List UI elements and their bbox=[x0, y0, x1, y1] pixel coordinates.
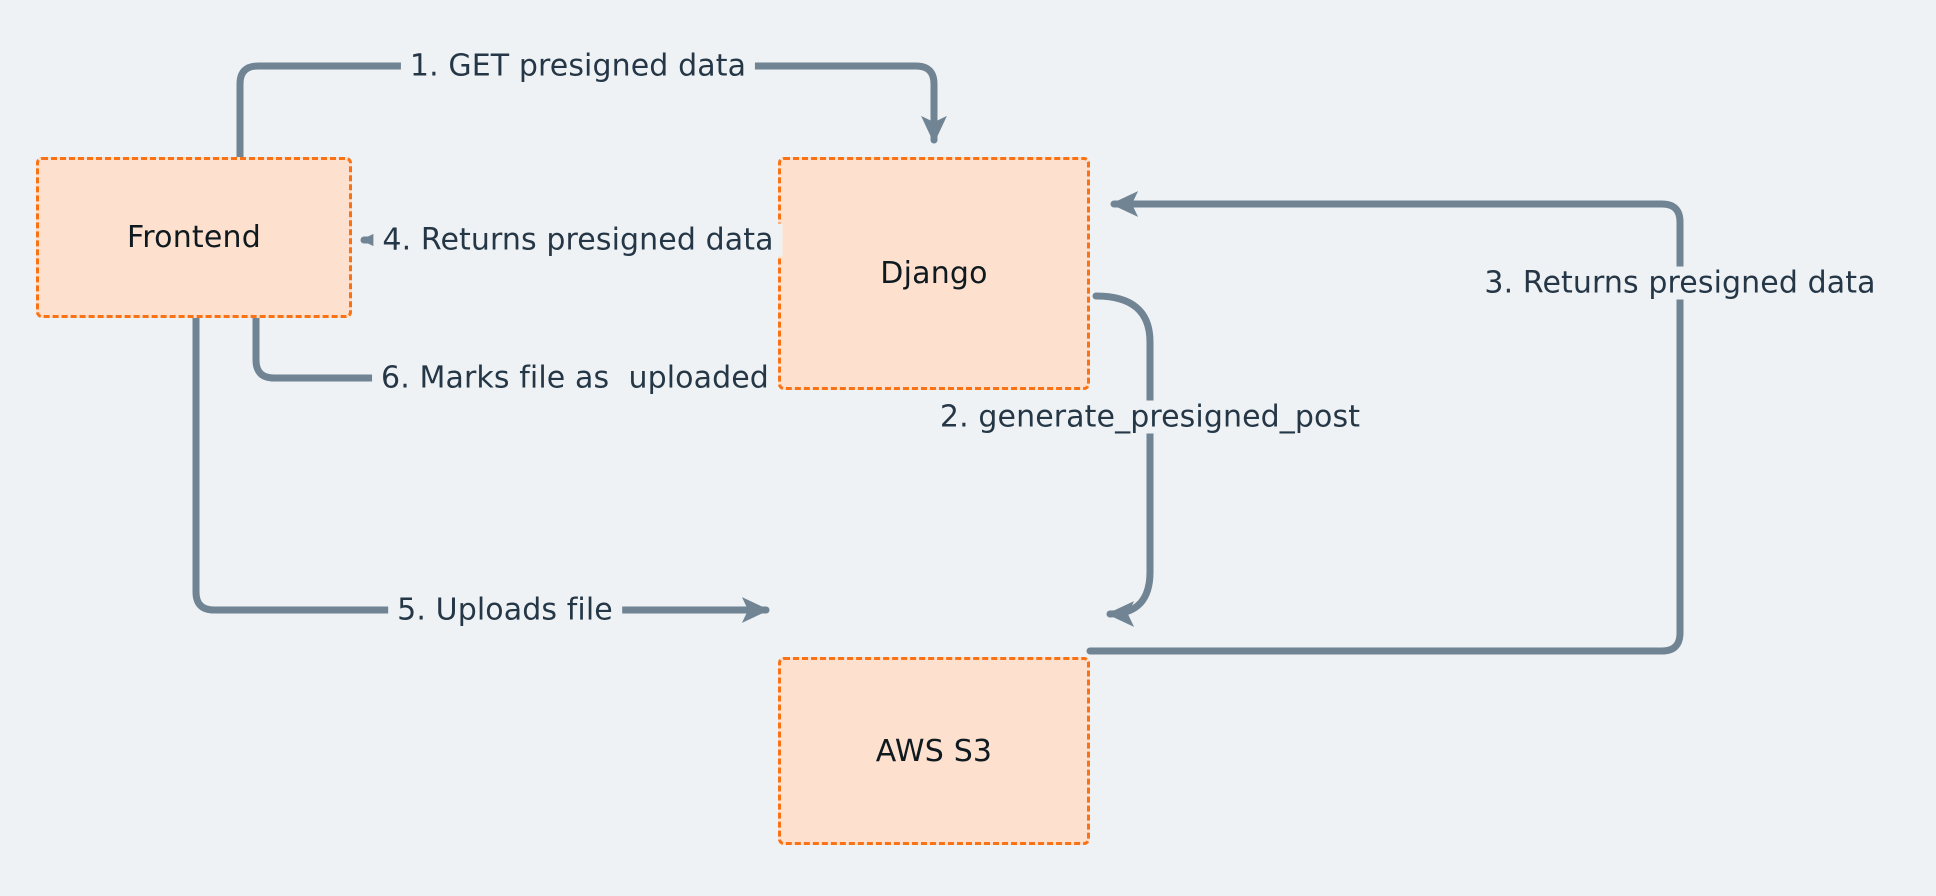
edge-label-3: 3. Returns presigned data bbox=[1475, 266, 1885, 300]
edge-label-6: 6. Marks file as uploaded bbox=[372, 361, 778, 395]
node-aws-s3-label: AWS S3 bbox=[875, 733, 993, 769]
node-django[interactable]: Django bbox=[778, 157, 1090, 390]
edge-label-4: 4. Returns presigned data bbox=[373, 223, 783, 257]
edge-path-3 bbox=[1086, 191, 1684, 655]
edge-path-5 bbox=[192, 314, 770, 623]
edge-label-5: 5. Uploads file bbox=[388, 593, 622, 627]
node-aws-s3[interactable]: AWS S3 bbox=[778, 657, 1090, 845]
node-frontend[interactable]: Frontend bbox=[36, 157, 352, 318]
edge-label-2: 2. generate_presigned_post bbox=[930, 400, 1370, 434]
edge-path-2 bbox=[1092, 292, 1154, 627]
node-frontend-label: Frontend bbox=[127, 220, 261, 255]
edge-label-1: 1. GET presigned data bbox=[400, 49, 756, 83]
node-django-label: Django bbox=[880, 256, 988, 291]
